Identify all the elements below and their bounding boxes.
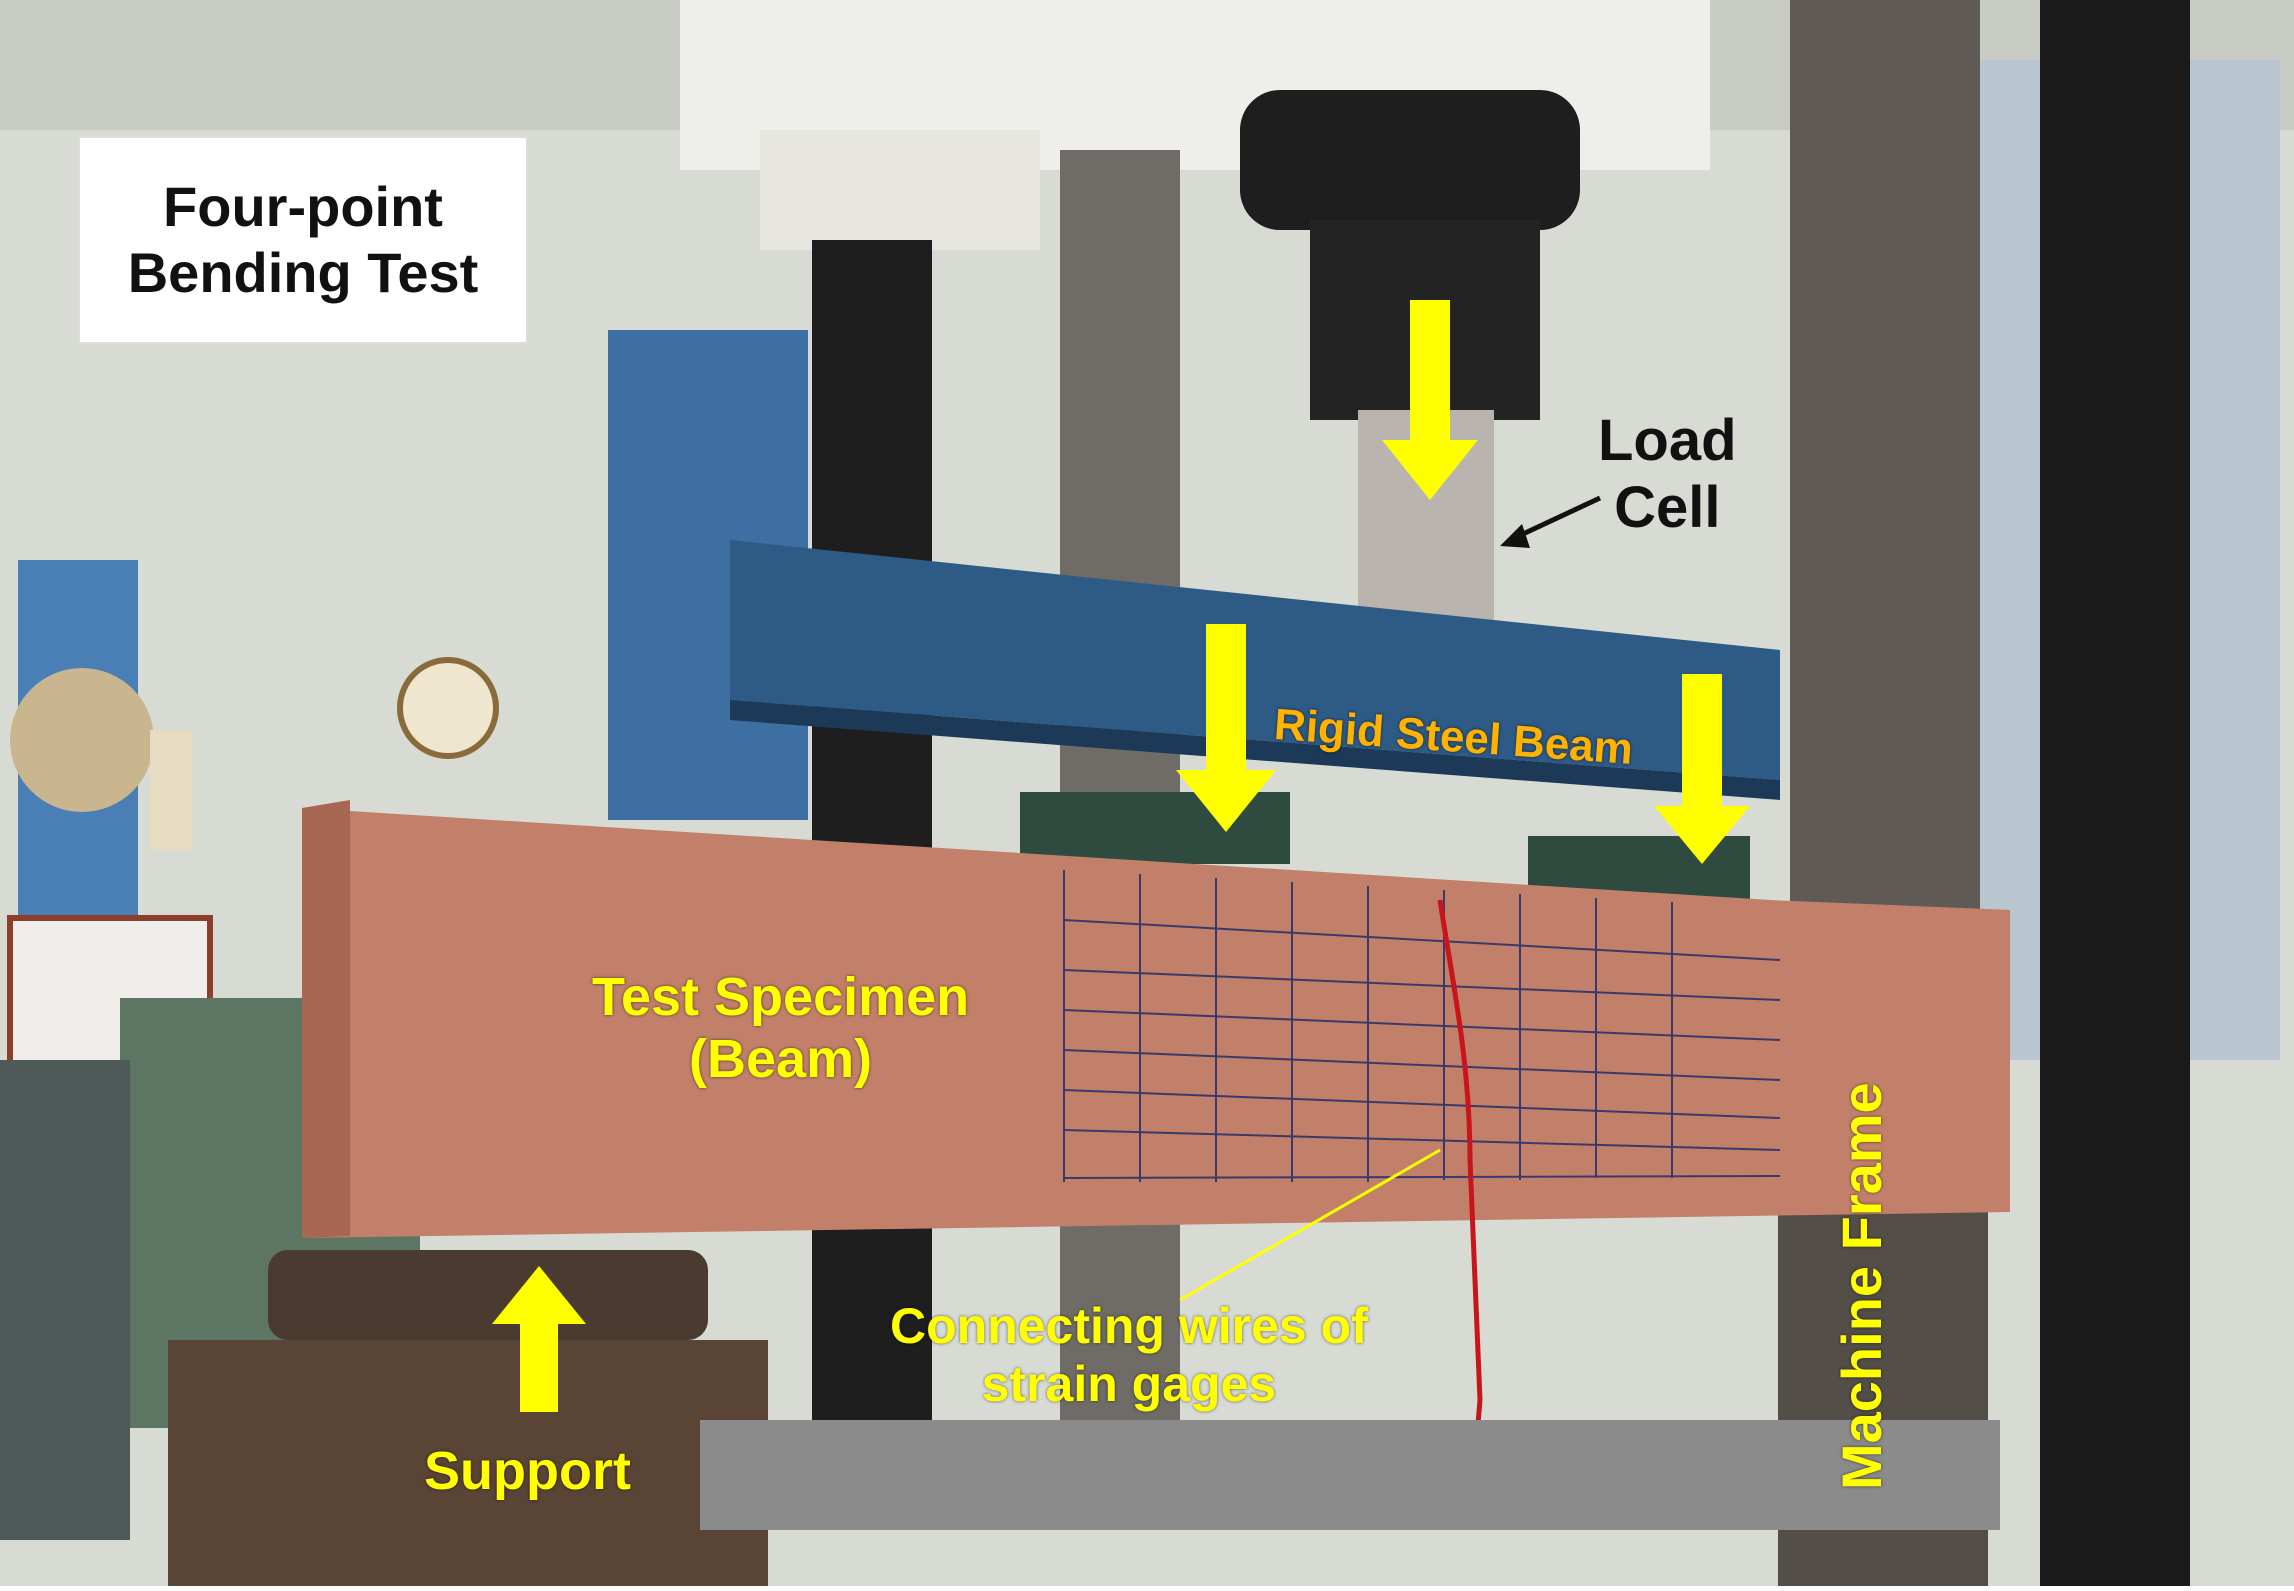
wall-clock <box>397 657 499 759</box>
load-arrows <box>492 300 1750 1412</box>
load-cell-label-line-1: Load <box>1598 408 1737 473</box>
specimen-grid <box>1063 870 1781 1182</box>
machine-bed <box>700 1420 2000 1530</box>
arrow-support <box>492 1266 586 1412</box>
connecting-wires-label-line-2: strain gages <box>981 1355 1277 1412</box>
support-roller <box>268 1250 708 1340</box>
load-cell-pointer-head <box>1500 524 1530 548</box>
load-cell-flange <box>1240 90 1580 230</box>
threaded-screw-right <box>2040 0 2190 1586</box>
machine-frame-label: Machine Frame <box>1830 1082 1894 1490</box>
arrow-load-point-right <box>1654 674 1750 864</box>
title-line-1: Four-point <box>163 174 443 238</box>
rigid-steel-beam-flange <box>730 700 1780 800</box>
strain-gage-wire <box>1437 899 1483 1521</box>
left-cabinet <box>0 1060 130 1540</box>
support-label-text: Support <box>424 1441 631 1501</box>
test-specimen-label: Test Specimen (Beam) <box>592 966 969 1090</box>
connecting-wires-label: Connecting wires of strain gages <box>890 1298 1368 1413</box>
figure-title-box: Four-point Bending Test <box>78 136 528 344</box>
test-specimen-label-line-1: Test Specimen <box>592 967 970 1027</box>
wires-pointer-line <box>1179 1148 1441 1302</box>
crosshead-nut <box>760 130 1040 250</box>
test-specimen-beam <box>302 808 2010 1238</box>
support-base <box>168 1340 768 1586</box>
machine-frame-label-text: Machine Frame <box>1830 1082 1893 1490</box>
test-specimen-label-line-2: (Beam) <box>689 1029 873 1090</box>
load-cell-label: Load Cell <box>1598 408 1737 541</box>
arrow-load-point-left <box>1176 624 1276 832</box>
connecting-wires-label-line-1: Connecting wires of <box>890 1298 1368 1354</box>
wall-fan <box>10 668 154 812</box>
specimen-end-face <box>302 800 350 1238</box>
support-label: Support <box>424 1440 631 1502</box>
load-cell-label-line-2: Cell <box>1614 474 1721 540</box>
arrow-load-cell <box>1382 300 1478 500</box>
fan-switch <box>150 730 192 850</box>
title-line-2: Bending Test <box>127 241 479 304</box>
